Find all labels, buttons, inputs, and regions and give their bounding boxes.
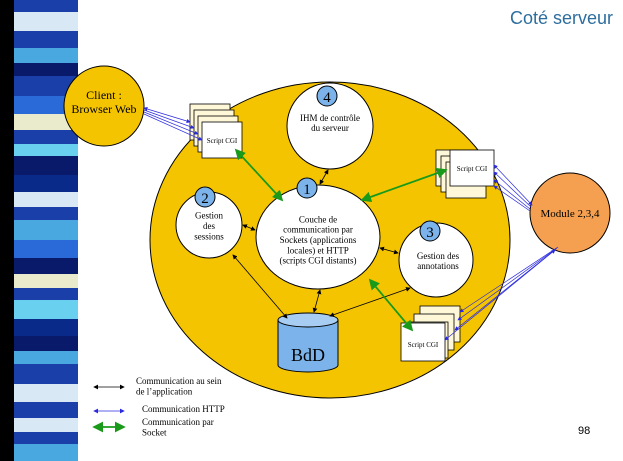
stripe-block [14,12,78,31]
socket-client-script-core [234,148,284,202]
stripe-block [14,156,78,175]
label-line: annotations [417,261,459,271]
database-label: BdD [291,345,325,365]
svg-text:Script CGI: Script CGI [207,137,238,145]
label-line: Gestion des [417,251,460,261]
stripe-block [14,63,78,76]
badge-2: 2 [194,186,216,208]
client-label: Client :Browser Web [71,88,136,116]
stripe-block [14,0,78,12]
socket-arrows [234,148,448,332]
svg-text:3: 3 [426,225,434,241]
badge-3: 3 [419,220,441,242]
arrow-ihm-core [319,169,329,185]
stripe-block [14,418,78,432]
stripe-block [14,274,78,288]
slide-title: Coté serveur [509,8,613,28]
svg-text:Script CGI: Script CGI [457,165,488,173]
stripe-block [14,288,78,300]
label-line: Couche de [299,214,337,224]
label-line: de l’application [136,386,193,396]
stripe-block [14,48,78,63]
socket-core-module-script [360,167,448,203]
ihm-node [286,82,374,170]
stripe-block [14,175,78,192]
label-line: communication par [283,225,353,235]
stripe-block [14,192,78,207]
http-arrows [143,107,559,341]
stripe-block [14,207,78,220]
legend-http-label: Communication HTTP [142,404,225,414]
svg-text:4: 4 [323,90,331,106]
stripe-block [14,444,78,461]
label-line: Browser Web [71,102,136,116]
socket-core-annot-script [368,278,414,332]
stripe-block [14,258,78,274]
stripe-block [14,220,78,240]
stripe-block [14,364,78,384]
decorative-stripe [14,0,78,461]
stripe-block [14,96,78,114]
client-node [63,65,145,147]
arrow-core-db [312,289,322,313]
badge-4: 4 [316,85,338,107]
database-node: BdD [277,312,339,373]
label-line: Socket [142,427,167,437]
stripe-block [14,76,78,96]
label-line: Communication au sein [136,376,222,386]
label-line: Gestion [195,211,223,221]
stripe-block [14,351,78,364]
stripe-block [14,130,78,144]
svg-text:1: 1 [303,182,311,198]
stripe-block [14,240,78,258]
stripe-block [14,402,78,418]
arrow-sessions-db [232,254,288,319]
label-line: Client : [86,88,122,102]
script-cgi-client: Script CGI [189,103,243,159]
label-line: du serveur [311,123,349,133]
stripe-block [14,432,78,444]
svg-text:Script CGI: Script CGI [408,341,439,349]
module-label: Module 2,3,4 [541,208,600,220]
label-line: des [203,221,215,231]
label-line: locales) et HTTP [287,245,348,255]
script-cgi-module: Script CGI [435,149,495,199]
label-line: Communication par [142,417,214,427]
arrow-sessions-core [242,224,256,231]
page-number: 98 [578,425,591,437]
stripe-block [14,384,78,402]
arrow-core-annotations [379,246,399,255]
badge-1: 1 [296,177,318,199]
stripe-block [14,31,78,48]
stripe-block [14,144,78,156]
label-line: sessions [194,231,224,241]
stripe-block [14,319,78,336]
label-line: IHM de contrôle [300,113,360,123]
stripe-block [14,114,78,130]
stripe-block [14,300,78,319]
label-line: Sockets (applications [280,235,357,245]
svg-text:2: 2 [201,191,209,207]
stripe-block [14,336,78,351]
module-node [529,172,611,254]
label-line: (scripts CGI distants) [280,256,357,266]
